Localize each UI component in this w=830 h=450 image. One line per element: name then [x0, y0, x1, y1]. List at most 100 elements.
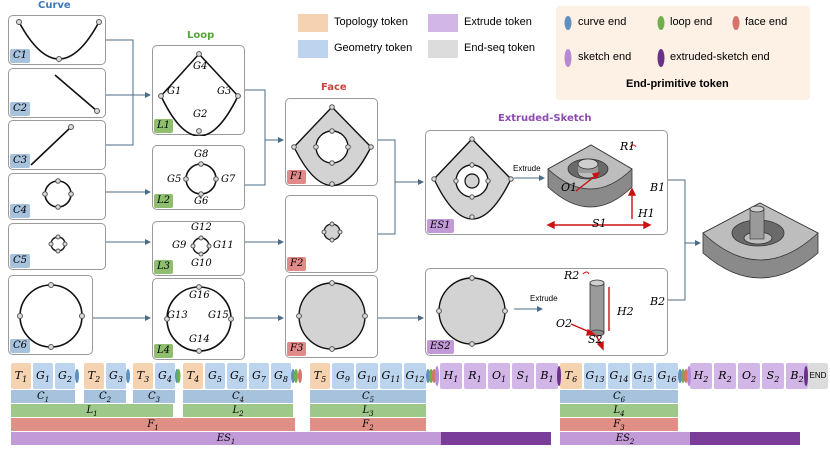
param-h1: H1	[638, 207, 655, 220]
legend-extrude: Extrude token	[464, 16, 532, 28]
token-h1: H1	[440, 363, 462, 389]
face-box-f2: F2	[285, 195, 378, 273]
small-circle-curve-shape	[48, 234, 68, 254]
tag-c4: C4	[10, 204, 31, 218]
bar-f3: F3	[560, 418, 678, 432]
param-s2: S2	[588, 333, 603, 346]
bar-l2: L2	[183, 404, 293, 418]
label-g6: G6	[194, 196, 209, 207]
token-t1: T1	[11, 363, 31, 389]
end-marker-0	[75, 369, 79, 383]
tag-f1: F1	[287, 170, 307, 184]
label-g2: G2	[193, 109, 208, 120]
curve-box-c4: C4	[8, 173, 106, 220]
loop-box-l3: G12 G9 G11 G10 L3	[152, 221, 245, 276]
param-b2: B2	[650, 295, 666, 308]
end-marker-4	[291, 369, 295, 383]
face-box-f3: F3	[285, 275, 378, 358]
param-r2: R2	[564, 269, 580, 282]
bar-l1: L1	[11, 404, 173, 418]
extrude-visual-es1	[431, 136, 652, 230]
bar-c6: C6	[560, 390, 678, 404]
tag-es1: ES1	[427, 219, 454, 233]
label-g9: G9	[172, 240, 187, 251]
param-o2: O2	[556, 317, 573, 330]
section-title-extruded-sketch: Extruded-Sketch	[498, 113, 592, 124]
token-g11: G11	[380, 363, 402, 389]
legend-end-primitive-title: End-primitive token	[626, 78, 729, 90]
loop-shape-l1	[158, 51, 241, 137]
token-h2-b: H2	[690, 363, 712, 389]
loop-shape-l3	[190, 235, 212, 257]
end-marker-8	[429, 369, 433, 383]
param-s1: S1	[592, 217, 607, 230]
extrude-label-1: Extrude	[513, 164, 541, 173]
token-r2-b: R2	[714, 363, 736, 389]
end-marker-5	[294, 369, 298, 383]
section-title-curve: Curve	[38, 0, 71, 11]
tag-c1: C1	[10, 49, 31, 63]
label-g3: G3	[217, 86, 232, 97]
extrude-visual-es2	[436, 271, 610, 351]
bar-l4: L4	[560, 404, 678, 418]
label-g14: G14	[189, 334, 210, 345]
end-token-markers	[564, 16, 740, 67]
token-t2: T2	[84, 363, 104, 389]
section-title-loop: Loop	[187, 30, 215, 41]
token-type-legend: Topology token Extrude token Geometry to…	[298, 12, 543, 64]
bar-es2: ES2	[560, 432, 690, 446]
token-g3: G3	[106, 363, 126, 389]
legend-extruded-sketch-end: extruded-sketch end	[670, 51, 770, 63]
line-curve-shape	[30, 124, 74, 166]
token-g2: G2	[55, 363, 75, 389]
legend-sketch-end: sketch end	[578, 51, 632, 63]
face-box-f1: F1	[285, 98, 378, 187]
legend-face-end: face end	[745, 16, 788, 28]
curve-box-c5: C5	[8, 223, 106, 270]
label-g13: G13	[167, 310, 188, 321]
token-r1: R1	[464, 363, 486, 389]
end-primitive-legend: curve end loop end face end sketch end e…	[556, 6, 810, 100]
end-token-markers-sequence	[75, 366, 808, 386]
tag-c3: C3	[10, 154, 31, 168]
token-g5: G5	[205, 363, 225, 389]
end-marker-15	[687, 366, 691, 386]
label-g4: G4	[193, 61, 208, 72]
endseq-swatch	[428, 40, 458, 58]
label-g15: G15	[208, 310, 229, 321]
end-marker-10	[435, 366, 439, 386]
large-circle-curve-shape	[17, 282, 85, 350]
token-b1: B1	[536, 363, 558, 389]
end-marker-1	[126, 369, 130, 383]
legend-endseq: End-seq token	[464, 42, 535, 54]
token-t6-b: T6	[560, 363, 582, 389]
tag-c2: C2	[10, 102, 31, 116]
tag-l3: L3	[154, 260, 174, 274]
tag-c6: C6	[10, 339, 31, 353]
bar-c2: C2	[84, 390, 126, 404]
token-t3: T3	[133, 363, 153, 389]
final-cad-model	[702, 202, 819, 279]
token-g1: G1	[33, 363, 53, 389]
curve-box-c3: C3	[8, 120, 106, 170]
bar-l3: L3	[310, 404, 426, 418]
bar-es1-extrude	[441, 432, 551, 445]
param-o1: O1	[561, 181, 578, 194]
label-g1: G1	[167, 86, 182, 97]
tag-l4: L4	[154, 344, 174, 358]
token-g4: G4	[155, 363, 175, 389]
loop-box-l4: G16 G13 G15 G14 L4	[152, 278, 245, 360]
bar-f2: F2	[310, 418, 426, 432]
token-g6: G6	[227, 363, 247, 389]
bar-f1: F1	[11, 418, 295, 432]
extrude-label-2: Extrude	[530, 294, 558, 303]
end-marker-16	[804, 366, 808, 386]
loop-shape-l4	[164, 284, 234, 354]
extrude-swatch	[428, 14, 458, 32]
line-curve-shape	[54, 74, 100, 114]
token-g16-b: G16	[656, 363, 678, 389]
section-title-face: Face	[321, 82, 347, 93]
bar-es2-extrude	[690, 432, 800, 445]
legend-loop-end: loop end	[670, 16, 713, 28]
